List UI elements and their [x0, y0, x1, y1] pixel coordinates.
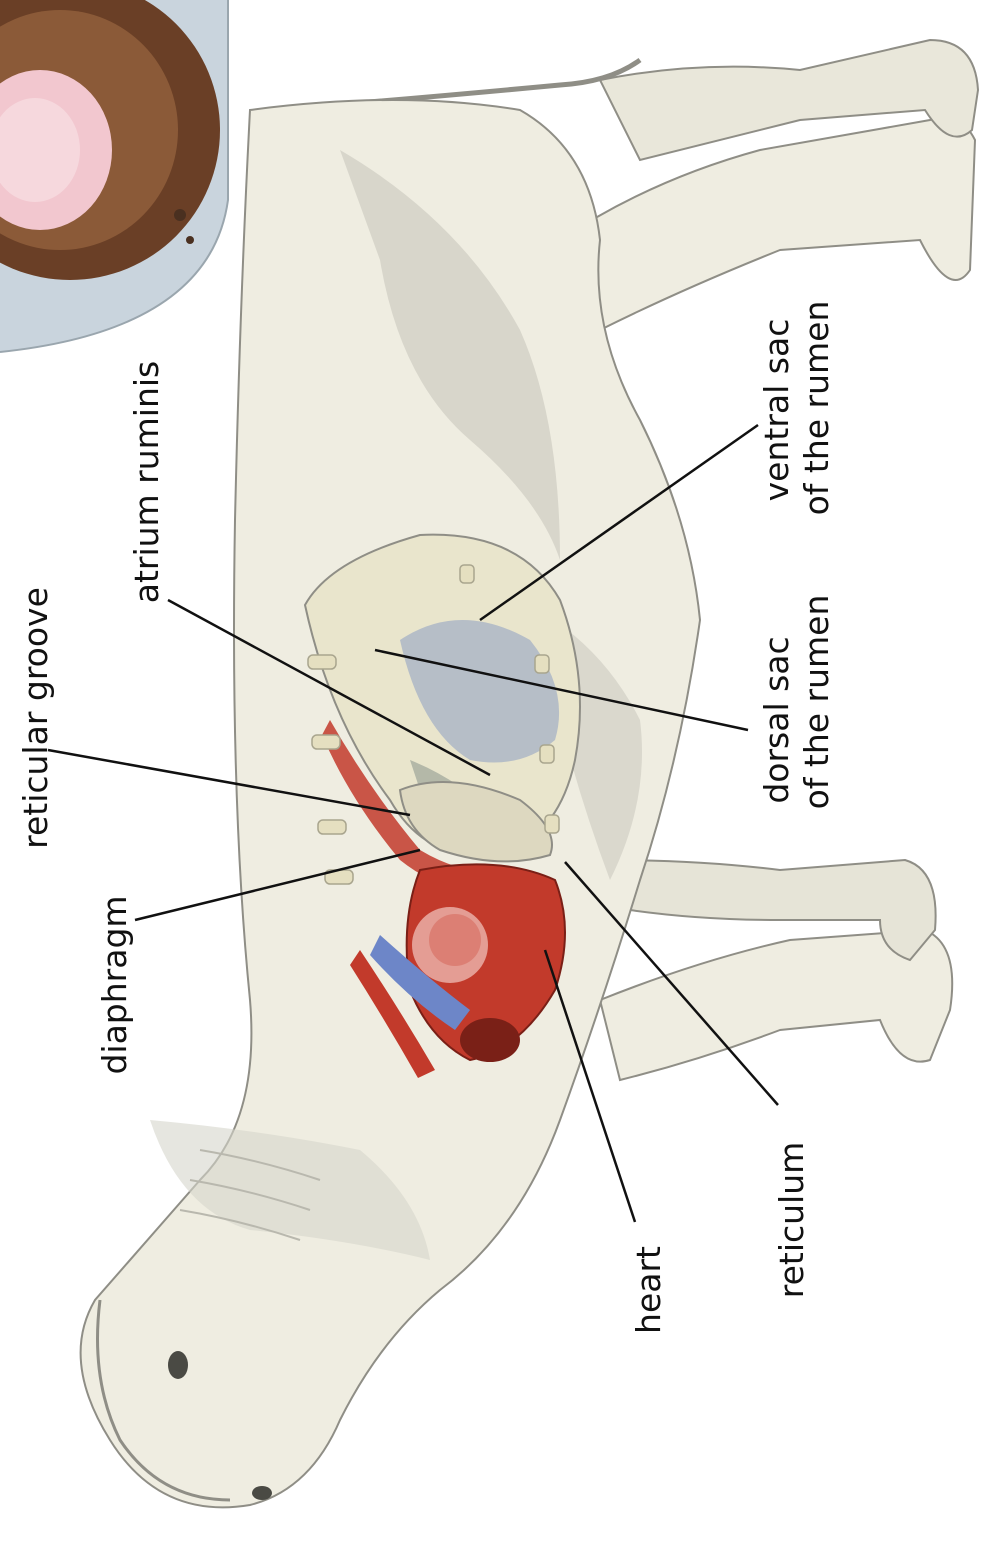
eye — [168, 1351, 188, 1379]
label-ventral-sac-line1: ventral sac — [757, 319, 796, 502]
label-reticular-groove: reticular groove — [16, 587, 55, 849]
label-diaphragm: diaphragm — [95, 895, 134, 1074]
label-reticulum: reticulum — [772, 1142, 811, 1299]
nostril — [252, 1486, 272, 1500]
label-atrium-ruminis: atrium ruminis — [127, 361, 166, 604]
label-dorsal-sac-line2: of the rumen — [797, 595, 836, 810]
label-heart: heart — [629, 1246, 668, 1334]
label-dorsal-sac-line1: dorsal sac — [757, 636, 796, 803]
inset-tissue-photo — [0, 0, 230, 360]
label-ventral-sac-line2: of the rumen — [797, 301, 836, 516]
